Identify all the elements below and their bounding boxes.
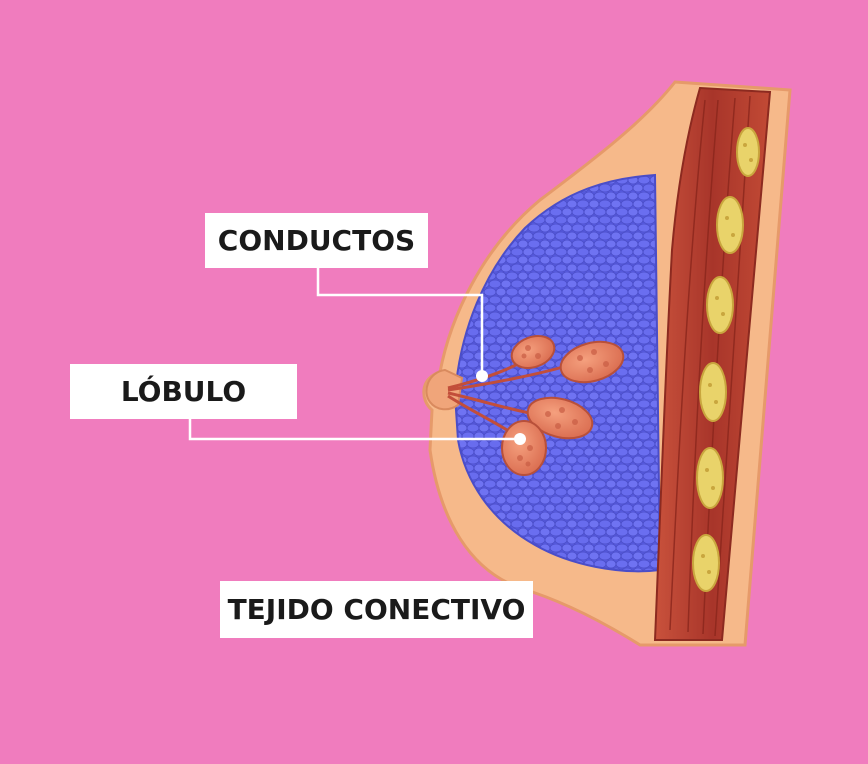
leader-lines: [188, 266, 520, 441]
ducts-leader-line: [316, 266, 484, 375]
ducts-leader-dot: [476, 370, 488, 382]
lobule-leader-dot: [514, 433, 526, 445]
lobule-leader-line: [188, 417, 520, 441]
ducts-label: CONDUCTOS: [205, 213, 428, 268]
rib-texture: [701, 143, 753, 574]
lobules: [501, 335, 625, 476]
lobule-texture: [515, 345, 609, 467]
lobule-label: LÓBULO: [70, 364, 297, 419]
connective-tissue-label: TEJIDO CONECTIVO: [220, 581, 533, 638]
ribs: [692, 127, 760, 592]
